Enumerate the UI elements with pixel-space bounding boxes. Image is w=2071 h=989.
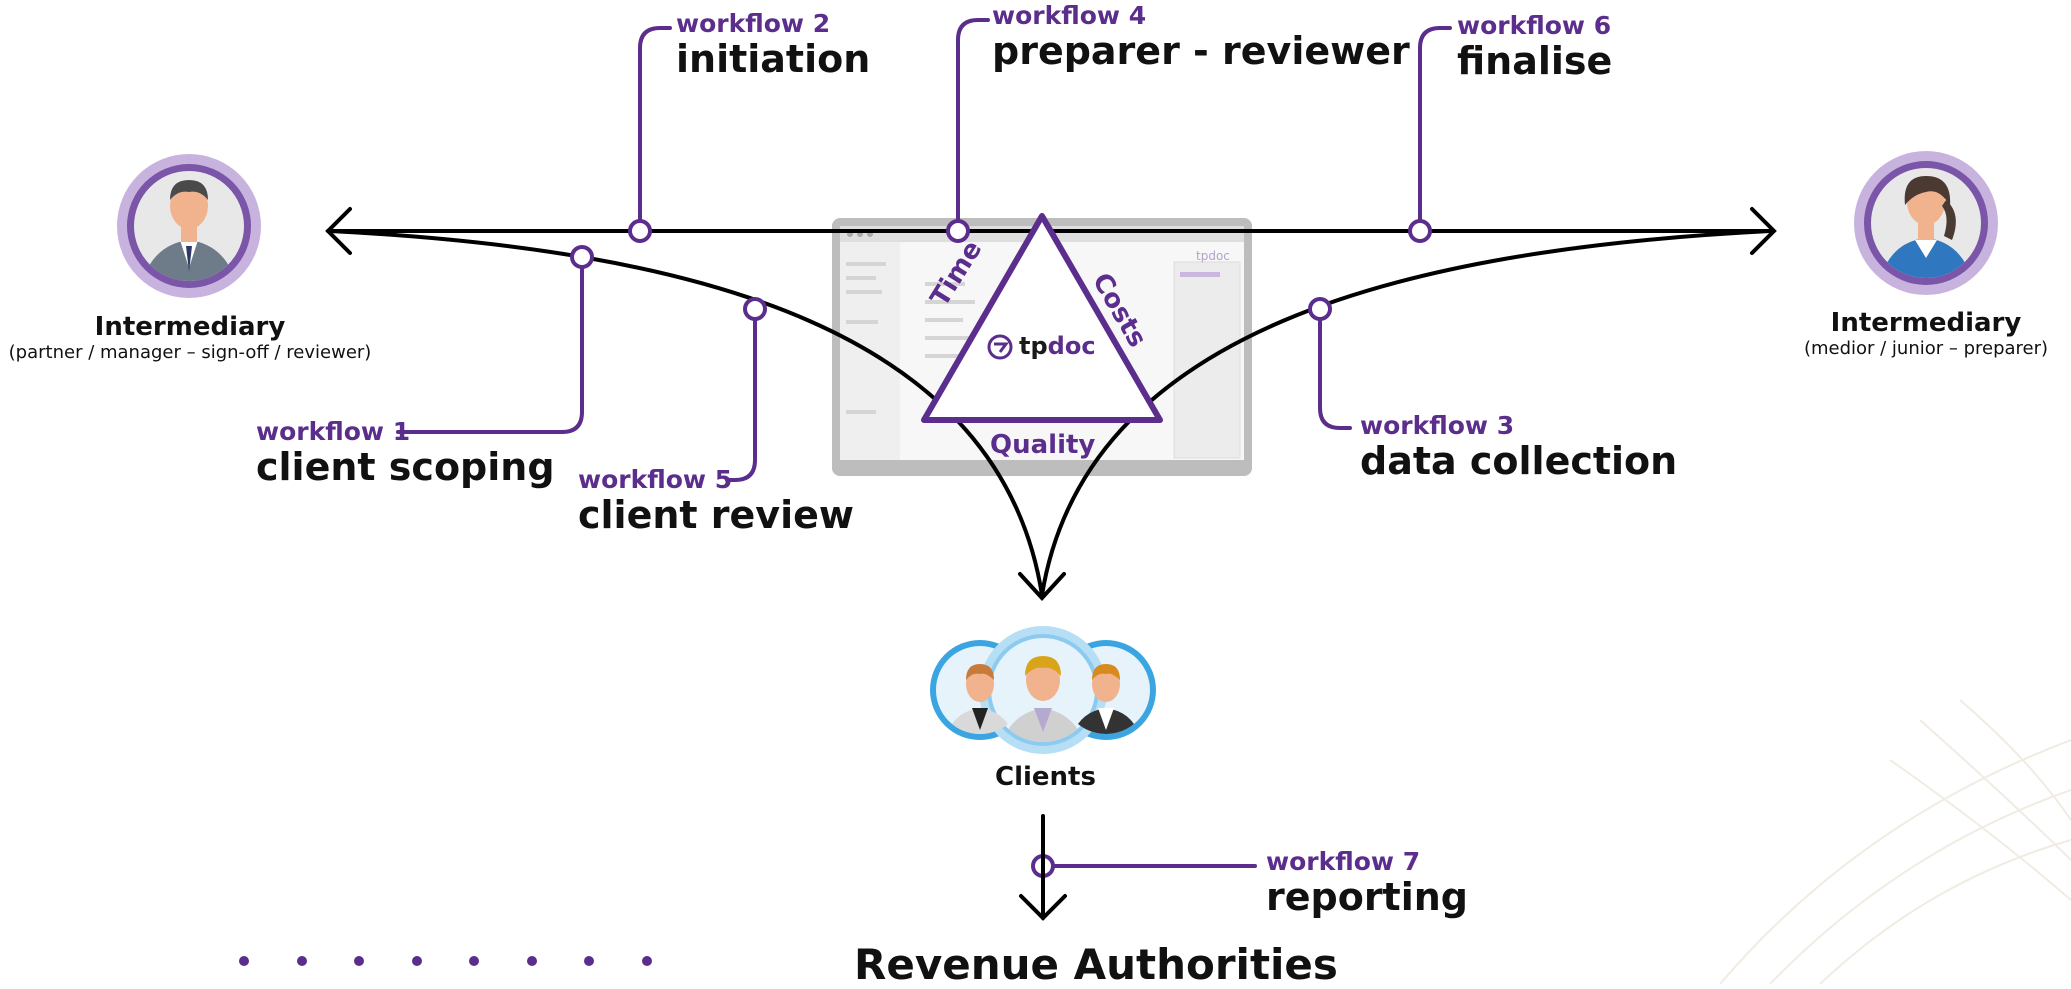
- workflow-5-title: client review: [578, 493, 854, 537]
- workflow-1-tag: workflow 1: [256, 417, 411, 446]
- quality-triangle: [921, 213, 1163, 423]
- workflow-7-title: reporting: [1266, 875, 1469, 919]
- workflow-7-tag: workflow 7: [1266, 847, 1421, 876]
- left-intermediary-role: (partner / manager – sign-off / reviewer…: [8, 342, 372, 363]
- right-intermediary-label: Intermediary (medior / junior – preparer…: [1776, 308, 2071, 360]
- workflow-6-title: finalise: [1457, 39, 1613, 83]
- clients-avatars: [930, 626, 1156, 754]
- decorative-dot: [642, 956, 652, 966]
- right-intermediary-avatar: [1854, 151, 1998, 295]
- left-intermediary-name: Intermediary: [94, 312, 286, 342]
- workflow-6-tag: workflow 6: [1457, 11, 1612, 40]
- logo-text-tp: tp: [1019, 332, 1048, 360]
- left-intermediary-avatar: [117, 154, 261, 298]
- decorative-dot: [354, 956, 364, 966]
- workflow-3-tag: workflow 3: [1360, 411, 1515, 440]
- decorative-dot: [584, 956, 594, 966]
- right-intermediary-role: (medior / junior – preparer): [1803, 338, 2049, 359]
- workflow-4-label: workflow 4 preparer - reviewer: [992, 1, 1410, 73]
- right-intermediary-name: Intermediary: [1830, 308, 2022, 338]
- decorative-dot: [239, 956, 249, 966]
- workflow-2-tag: workflow 2: [676, 9, 831, 38]
- svg-text:tpdoc: tpdoc: [1196, 249, 1230, 263]
- decorative-dot: [527, 956, 537, 966]
- tpdoc-logo: tpdoc: [1019, 332, 1096, 360]
- workflow-3-label: workflow 3 data collection: [1360, 411, 1678, 483]
- workflow-1-label: workflow 1 client scoping: [256, 417, 555, 489]
- logo-text-doc: doc: [1047, 332, 1096, 360]
- workflow-5-tag: workflow 5: [578, 465, 733, 494]
- left-intermediary-label: Intermediary (partner / manager – sign-o…: [0, 312, 380, 364]
- workflow-4-tag: workflow 4: [992, 1, 1147, 30]
- workflow-2-label: workflow 2 initiation: [676, 9, 871, 81]
- workflow-7-label: workflow 7 reporting: [1266, 847, 1469, 919]
- clients-label: Clients: [995, 762, 1096, 792]
- workflow-connectors: [396, 18, 1452, 868]
- tpdoc-logo-icon: [987, 334, 1013, 360]
- curves-to-clients: [328, 229, 1772, 601]
- workflow-3-title: data collection: [1360, 439, 1678, 483]
- workflow-6-label: workflow 6 finalise: [1457, 11, 1613, 83]
- triangle-label-quality: Quality: [990, 430, 1096, 460]
- workflow-4-title: preparer - reviewer: [992, 29, 1410, 73]
- decorative-dot: [297, 956, 307, 966]
- decorative-dot: [412, 956, 422, 966]
- workflow-nodes: [570, 219, 1432, 878]
- decorative-waves: [1719, 699, 2071, 984]
- workflow-5-label: workflow 5 client review: [578, 465, 854, 537]
- workflow-2-title: initiation: [676, 37, 871, 81]
- revenue-authorities-label: Revenue Authorities: [854, 940, 1338, 989]
- reporting-arrow: [1019, 814, 1067, 921]
- workflow-1-title: client scoping: [256, 445, 555, 489]
- decorative-dot: [469, 956, 479, 966]
